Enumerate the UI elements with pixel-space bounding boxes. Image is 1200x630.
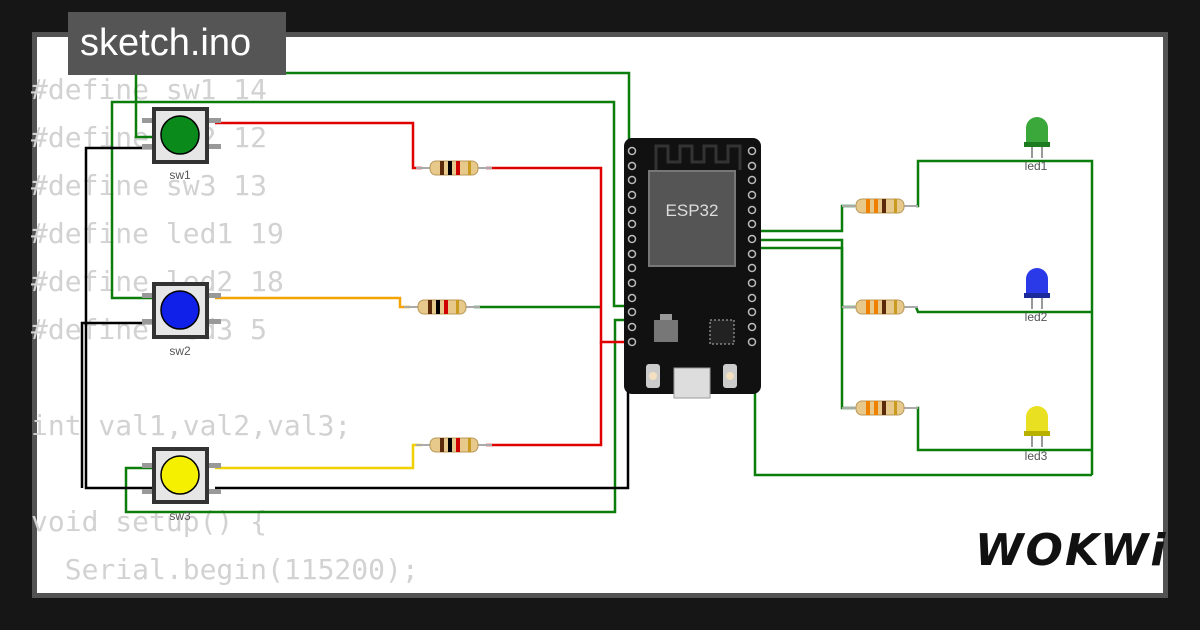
- sw3-label: sw3: [169, 509, 191, 523]
- right-pin-header: [747, 146, 757, 347]
- led2-label: led2: [1025, 310, 1048, 324]
- pushbutton-sw3[interactable]: sw3: [142, 447, 221, 523]
- code-background: #define sw1 14 #define sw2 12 #define sw…: [31, 66, 419, 594]
- led3-label: led3: [1025, 449, 1048, 463]
- led-3[interactable]: led3: [1024, 406, 1050, 463]
- sw2-cap: [160, 290, 200, 330]
- pushbutton-sw2[interactable]: sw2: [142, 282, 221, 358]
- red-wires: [215, 121, 630, 447]
- sw1-label: sw1: [169, 168, 191, 182]
- sw2-label: sw2: [169, 344, 191, 358]
- sketch-title-tab[interactable]: sketch.ino: [68, 12, 286, 75]
- pushbutton-sw1[interactable]: sw1: [142, 107, 221, 182]
- led-2[interactable]: led2: [1024, 268, 1050, 324]
- sw1-cap: [160, 115, 200, 155]
- resistor-5[interactable]: [841, 299, 919, 315]
- wokwi-logo: WOKWi: [975, 525, 1168, 576]
- code-line: #define sw1 14: [31, 73, 268, 106]
- resistor-2[interactable]: [403, 299, 481, 315]
- resistor-3[interactable]: [415, 437, 493, 453]
- led-1[interactable]: led1: [1024, 117, 1050, 173]
- resistor-4[interactable]: [841, 198, 919, 214]
- yellow-wire: [215, 443, 422, 470]
- left-pin-header: [627, 146, 637, 347]
- code-line: int val1,val2,val3;: [31, 409, 352, 442]
- code-line: #define led1 19: [31, 217, 284, 250]
- resistor-1[interactable]: [415, 160, 493, 176]
- sw3-cap: [160, 455, 200, 495]
- esp32-board[interactable]: ESP32: [624, 138, 761, 399]
- orange-wire: [215, 296, 410, 309]
- resistor-6[interactable]: [841, 400, 919, 416]
- led1-label: led1: [1025, 159, 1048, 173]
- code-line: Serial.begin(115200);: [31, 553, 419, 586]
- chip-label: ESP32: [666, 201, 719, 220]
- code-line: #define sw3 13: [31, 169, 268, 202]
